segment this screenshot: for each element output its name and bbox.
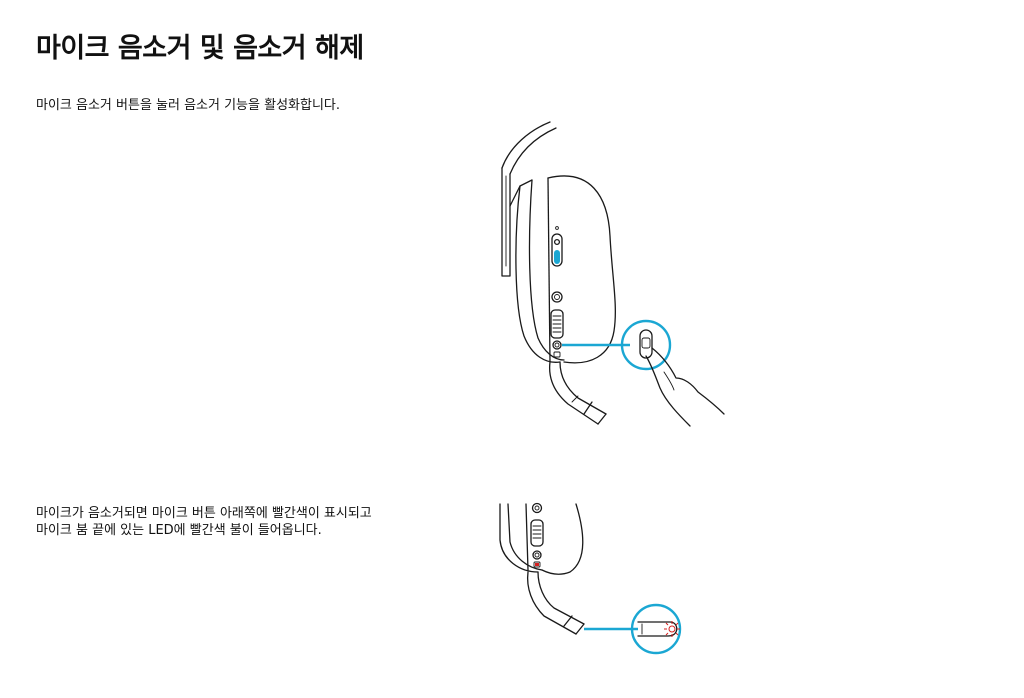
instruction-text: 마이크 음소거 버튼을 눌러 음소거 기능을 활성화합니다. — [36, 98, 341, 113]
headset-mute-illustration — [480, 116, 750, 446]
mic-led-illustration — [480, 500, 710, 665]
mute-indicator-text-line-2: 마이크 붐 끝에 있는 LED에 빨간색 불이 들어옵니다. — [36, 523, 322, 538]
mute-indicator-text-line-1: 마이크가 음소거되면 마이크 버튼 아래쪽에 빨간색이 표시되고 — [36, 506, 372, 521]
page-title: 마이크 음소거 및 음소거 해제 — [36, 33, 364, 64]
